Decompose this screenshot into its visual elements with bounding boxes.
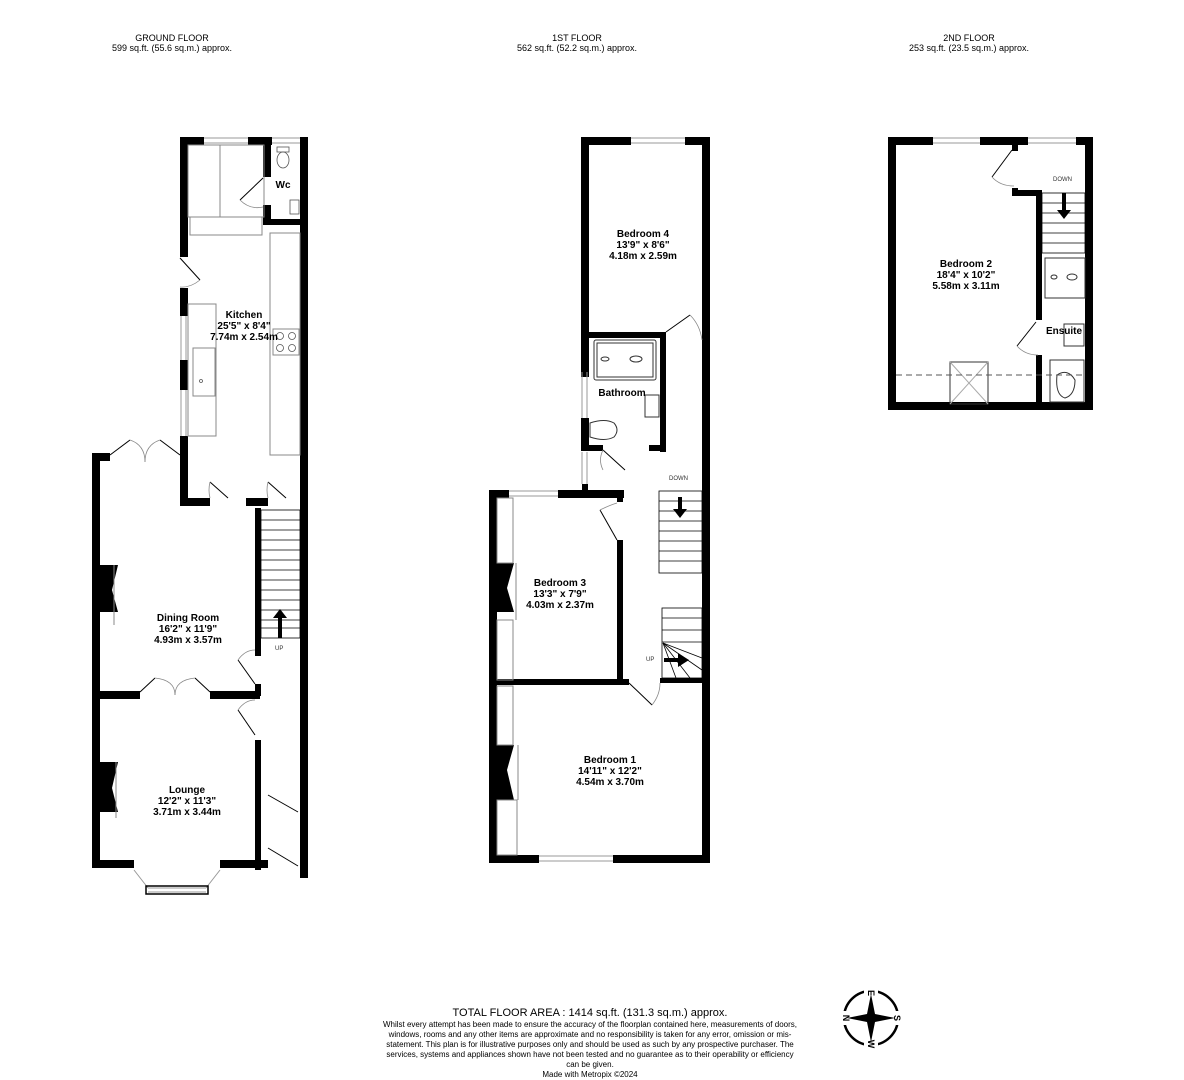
floor-area: 599 sq.ft. (55.6 sq.m.) approx. [111, 43, 233, 53]
room-label-lounge: Lounge 12'2" x 11'3" 3.71m x 3.44m [153, 785, 221, 818]
room-imperial: 18'4" x 10'2" [936, 270, 996, 281]
room-metric: 4.03m x 2.37m [526, 600, 594, 611]
first-floor-plan [489, 137, 710, 863]
floor-title: GROUND FLOOR [135, 33, 209, 43]
room-imperial: 12'2" x 11'3" [157, 796, 217, 807]
stairs-up-label: UP [275, 646, 284, 652]
ground-floor-plan [92, 137, 308, 895]
room-name: Dining Room [156, 613, 220, 624]
floor-area: 562 sq.ft. (52.2 sq.m.) approx. [516, 43, 638, 53]
room-metric: 4.18m x 2.59m [609, 251, 677, 262]
stairs-down-label: DOWN [669, 476, 688, 482]
room-name: Wc [275, 180, 291, 191]
room-metric: 7.74m x 2.54m [210, 332, 278, 343]
floorplan-drawing [92, 137, 1093, 895]
floor-title: 2ND FLOOR [943, 33, 995, 43]
floorplan-footer: TOTAL FLOOR AREA : 1414 sq.ft. (131.3 sq… [380, 1006, 800, 1080]
stairs-up-label: UP [646, 657, 655, 663]
room-metric: 4.93m x 3.57m [154, 635, 222, 646]
room-name: Bedroom 2 [939, 259, 993, 270]
room-name: Ensuite [1045, 326, 1083, 337]
second-floor-header: 2ND FLOOR 253 sq.ft. (23.5 sq.m.) approx… [859, 33, 1079, 53]
room-label-bedroom-4: Bedroom 4 13'9" x 8'6" 4.18m x 2.59m [609, 229, 677, 262]
compass-w: W [866, 1040, 876, 1049]
room-imperial: 13'3" x 7'9" [533, 589, 587, 600]
room-name: Bathroom [598, 388, 646, 399]
credit-text: Made with Metropix ©2024 [542, 1070, 638, 1079]
room-label-bedroom-2: Bedroom 2 18'4" x 10'2" 5.58m x 3.11m [932, 259, 999, 292]
room-name: Lounge [168, 785, 206, 796]
room-imperial: 25'5" x 8'4" [217, 321, 271, 332]
second-floor-plan [888, 137, 1093, 410]
room-name: Kitchen [225, 310, 263, 321]
room-label-dining-room: Dining Room 16'2" x 11'9" 4.93m x 3.57m [154, 613, 222, 646]
compass-n: N [841, 1015, 851, 1022]
compass-s: S [892, 1015, 902, 1021]
room-label-bedroom-3: Bedroom 3 13'3" x 7'9" 4.03m x 2.37m [526, 578, 594, 611]
room-imperial: 16'2" x 11'9" [158, 624, 218, 635]
room-name: Bedroom 3 [533, 578, 587, 589]
room-name: Bedroom 1 [583, 755, 637, 766]
room-label-kitchen: Kitchen 25'5" x 8'4" 7.74m x 2.54m [210, 310, 278, 343]
room-label-bathroom: Bathroom [598, 388, 645, 399]
room-label-bedroom-1: Bedroom 1 14'11" x 12'2" 4.54m x 3.70m [576, 755, 644, 788]
room-imperial: 13'9" x 8'6" [616, 240, 670, 251]
first-floor-header: 1ST FLOOR 562 sq.ft. (52.2 sq.m.) approx… [467, 33, 687, 53]
room-label-ensuite: Ensuite [1046, 326, 1082, 337]
compass-icon: E W N S [838, 985, 904, 1051]
ground-floor-header: GROUND FLOOR 599 sq.ft. (55.6 sq.m.) app… [62, 33, 282, 53]
room-metric: 3.71m x 3.44m [153, 807, 221, 818]
floor-area: 253 sq.ft. (23.5 sq.m.) approx. [908, 43, 1030, 53]
room-metric: 5.58m x 3.11m [932, 281, 1000, 292]
floor-title: 1ST FLOOR [552, 33, 602, 43]
total-floor-area: TOTAL FLOOR AREA : 1414 sq.ft. (131.3 sq… [452, 1007, 728, 1019]
stairs-down-label: DOWN [1053, 177, 1072, 183]
room-imperial: 14'11" x 12'2" [578, 766, 642, 777]
disclaimer-text: Whilst every attempt has been made to en… [382, 1020, 797, 1069]
room-metric: 4.54m x 3.70m [576, 777, 644, 788]
room-label-wc: Wc [276, 180, 291, 191]
room-name: Bedroom 4 [616, 229, 670, 240]
compass-e: E [866, 990, 876, 996]
